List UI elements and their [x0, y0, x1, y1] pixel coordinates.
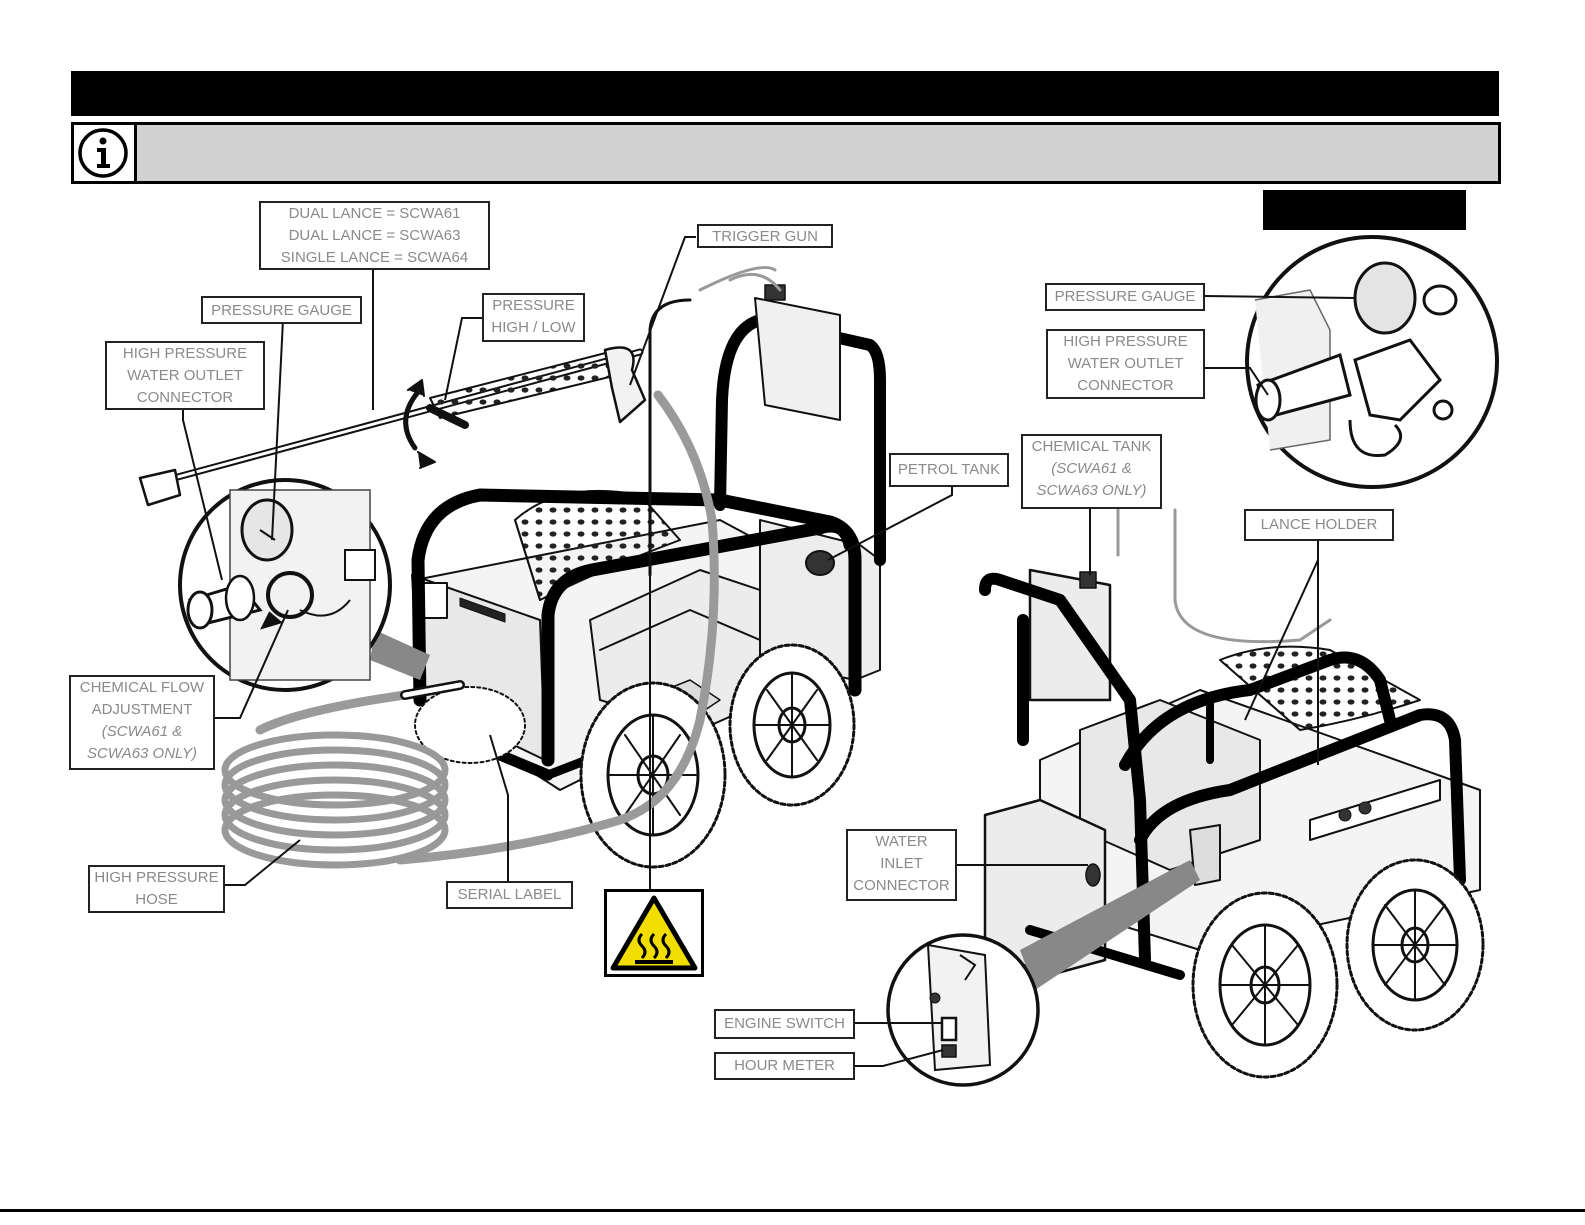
leader-lines [182, 236, 1356, 1067]
pressure-high-low-label: PRESSURE HIGH / LOW [482, 293, 585, 342]
hp-outlet-left-line1: HIGH PRESSURE [122, 345, 248, 362]
left-machine [138, 266, 886, 869]
pressure-high-low-line1: PRESSURE [492, 297, 575, 314]
pressure-gauge-text-right: PRESSURE GAUGE [1054, 288, 1196, 305]
pump-detail-circle [1245, 235, 1499, 489]
bottom-rule [0, 1209, 1585, 1212]
chemical-flow-line2: ADJUSTMENT [91, 701, 193, 718]
lance-holder-label: LANCE HOLDER [1244, 509, 1394, 541]
chemical-tank-label: CHEMICAL TANK (SCWA61 & SCWA63 ONLY) [1021, 434, 1162, 509]
view-banner [1263, 190, 1466, 230]
pressure-gauge-label-right: PRESSURE GAUGE [1045, 283, 1205, 311]
water-inlet-line2: INLET [880, 855, 923, 872]
water-inlet-label: WATER INLET CONNECTOR [846, 829, 957, 901]
pressure-high-low-line2: HIGH / LOW [491, 319, 576, 336]
water-inlet-line3: CONNECTOR [853, 877, 950, 894]
pressure-gauge-text-left: PRESSURE GAUGE [211, 302, 352, 319]
switch-detail-circle [886, 933, 1040, 1087]
engine-switch-label: ENGINE SWITCH [714, 1009, 855, 1039]
left-detail-circle [178, 478, 392, 692]
lance-types-label: DUAL LANCE = SCWA61 DUAL LANCE = SCWA63 … [259, 201, 490, 270]
chemical-tank-note-line2: SCWA63 ONLY) [1036, 482, 1147, 499]
lance-type-scwa64: SINGLE LANCE = SCWA64 [280, 249, 469, 266]
serial-label-label: SERIAL LABEL [446, 881, 573, 909]
hp-outlet-right-line2: WATER OUTLET [1067, 355, 1184, 372]
hp-outlet-label-left: HIGH PRESSURE WATER OUTLET CONNECTOR [105, 341, 265, 410]
chemical-tank-text: CHEMICAL TANK [1031, 438, 1152, 455]
chemical-flow-note-line2: SCWA63 ONLY) [86, 745, 198, 762]
hp-outlet-left-line2: WATER OUTLET [127, 367, 243, 384]
serial-label-text: SERIAL LABEL [457, 886, 562, 903]
hp-hose-label: HIGH PRESSURE HOSE [88, 865, 225, 913]
chemical-flow-note-line1: (SCWA61 & [101, 723, 183, 740]
lance-type-scwa63: DUAL LANCE = SCWA63 [288, 227, 461, 244]
lance-holder-text: LANCE HOLDER [1260, 516, 1378, 533]
petrol-tank-text: PETROL TANK [897, 461, 1001, 478]
petrol-tank-label: PETROL TANK [889, 453, 1009, 487]
trigger-gun-text: TRIGGER GUN [712, 228, 818, 245]
hp-outlet-right-line1: HIGH PRESSURE [1063, 333, 1188, 350]
pressure-gauge-label-left: PRESSURE GAUGE [201, 296, 362, 324]
right-machine [979, 508, 1485, 1079]
engine-switch-text: ENGINE SWITCH [724, 1015, 845, 1032]
info-icon [74, 125, 137, 181]
title-bar [71, 71, 1499, 116]
chemical-tank-note-line1: (SCWA61 & [1051, 460, 1132, 477]
hp-outlet-left-line3: CONNECTOR [136, 389, 234, 406]
hp-outlet-right-line3: CONNECTOR [1077, 377, 1174, 394]
chemical-flow-label: CHEMICAL FLOW ADJUSTMENT (SCWA61 & SCWA6… [69, 675, 215, 770]
chemical-flow-line1: CHEMICAL FLOW [79, 679, 205, 696]
hot-surface-warning-icon [604, 889, 704, 977]
water-inlet-line1: WATER [875, 833, 928, 850]
hour-meter-label: HOUR METER [714, 1052, 855, 1080]
hour-meter-text: HOUR METER [734, 1057, 835, 1074]
trigger-gun-label: TRIGGER GUN [697, 224, 833, 248]
hp-hose-line2: HOSE [135, 891, 178, 908]
hp-outlet-label-right: HIGH PRESSURE WATER OUTLET CONNECTOR [1046, 329, 1205, 399]
info-bar [71, 122, 1501, 184]
lance-type-scwa61: DUAL LANCE = SCWA61 [288, 205, 461, 222]
hp-hose-line1: HIGH PRESSURE [94, 869, 219, 886]
